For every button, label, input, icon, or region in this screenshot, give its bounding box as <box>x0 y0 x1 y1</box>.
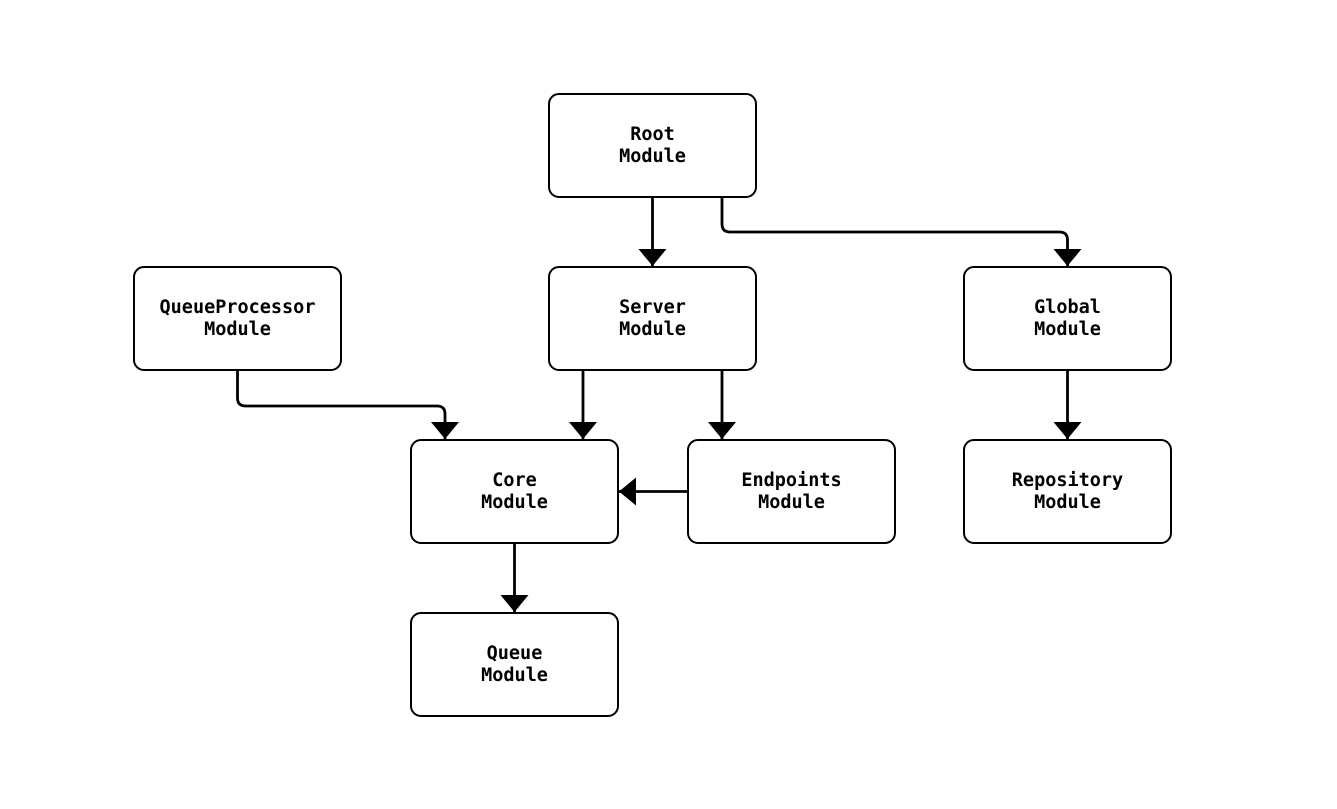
node-label-line: Module <box>481 491 548 513</box>
edge-arrowhead <box>569 422 597 439</box>
node-label-line: Module <box>1034 318 1101 340</box>
edge-arrowhead <box>500 595 529 612</box>
node-label-line: Server <box>619 296 686 318</box>
edge-queueprocessor-module-to-core-module <box>236 371 447 439</box>
node-label-line: Module <box>758 491 825 513</box>
node-label-line: QueueProcessor <box>159 296 316 318</box>
node-label-line: Queue <box>486 642 543 664</box>
node-label-line: Module <box>619 145 686 167</box>
node-label-line: Module <box>481 664 548 686</box>
edge-arrowhead <box>619 477 636 506</box>
edge-arrowhead <box>431 422 459 439</box>
node-label-line: Root <box>630 123 675 145</box>
edge-arrowhead <box>708 422 736 439</box>
node-label-line: Global <box>1034 296 1101 318</box>
node-label-line: Module <box>619 318 686 340</box>
edge-arrowhead <box>638 249 667 266</box>
node-label-line: Module <box>204 318 271 340</box>
node-label-line: Core <box>492 469 537 491</box>
edge-root-module-to-global-module <box>720 198 1069 266</box>
edge-arrowhead <box>1053 422 1082 439</box>
edge-arrowhead <box>1053 249 1082 266</box>
node-label-line: Module <box>1034 491 1101 513</box>
node-label-line: Endpoints <box>741 469 842 491</box>
node-label-line: Repository <box>1011 469 1124 491</box>
